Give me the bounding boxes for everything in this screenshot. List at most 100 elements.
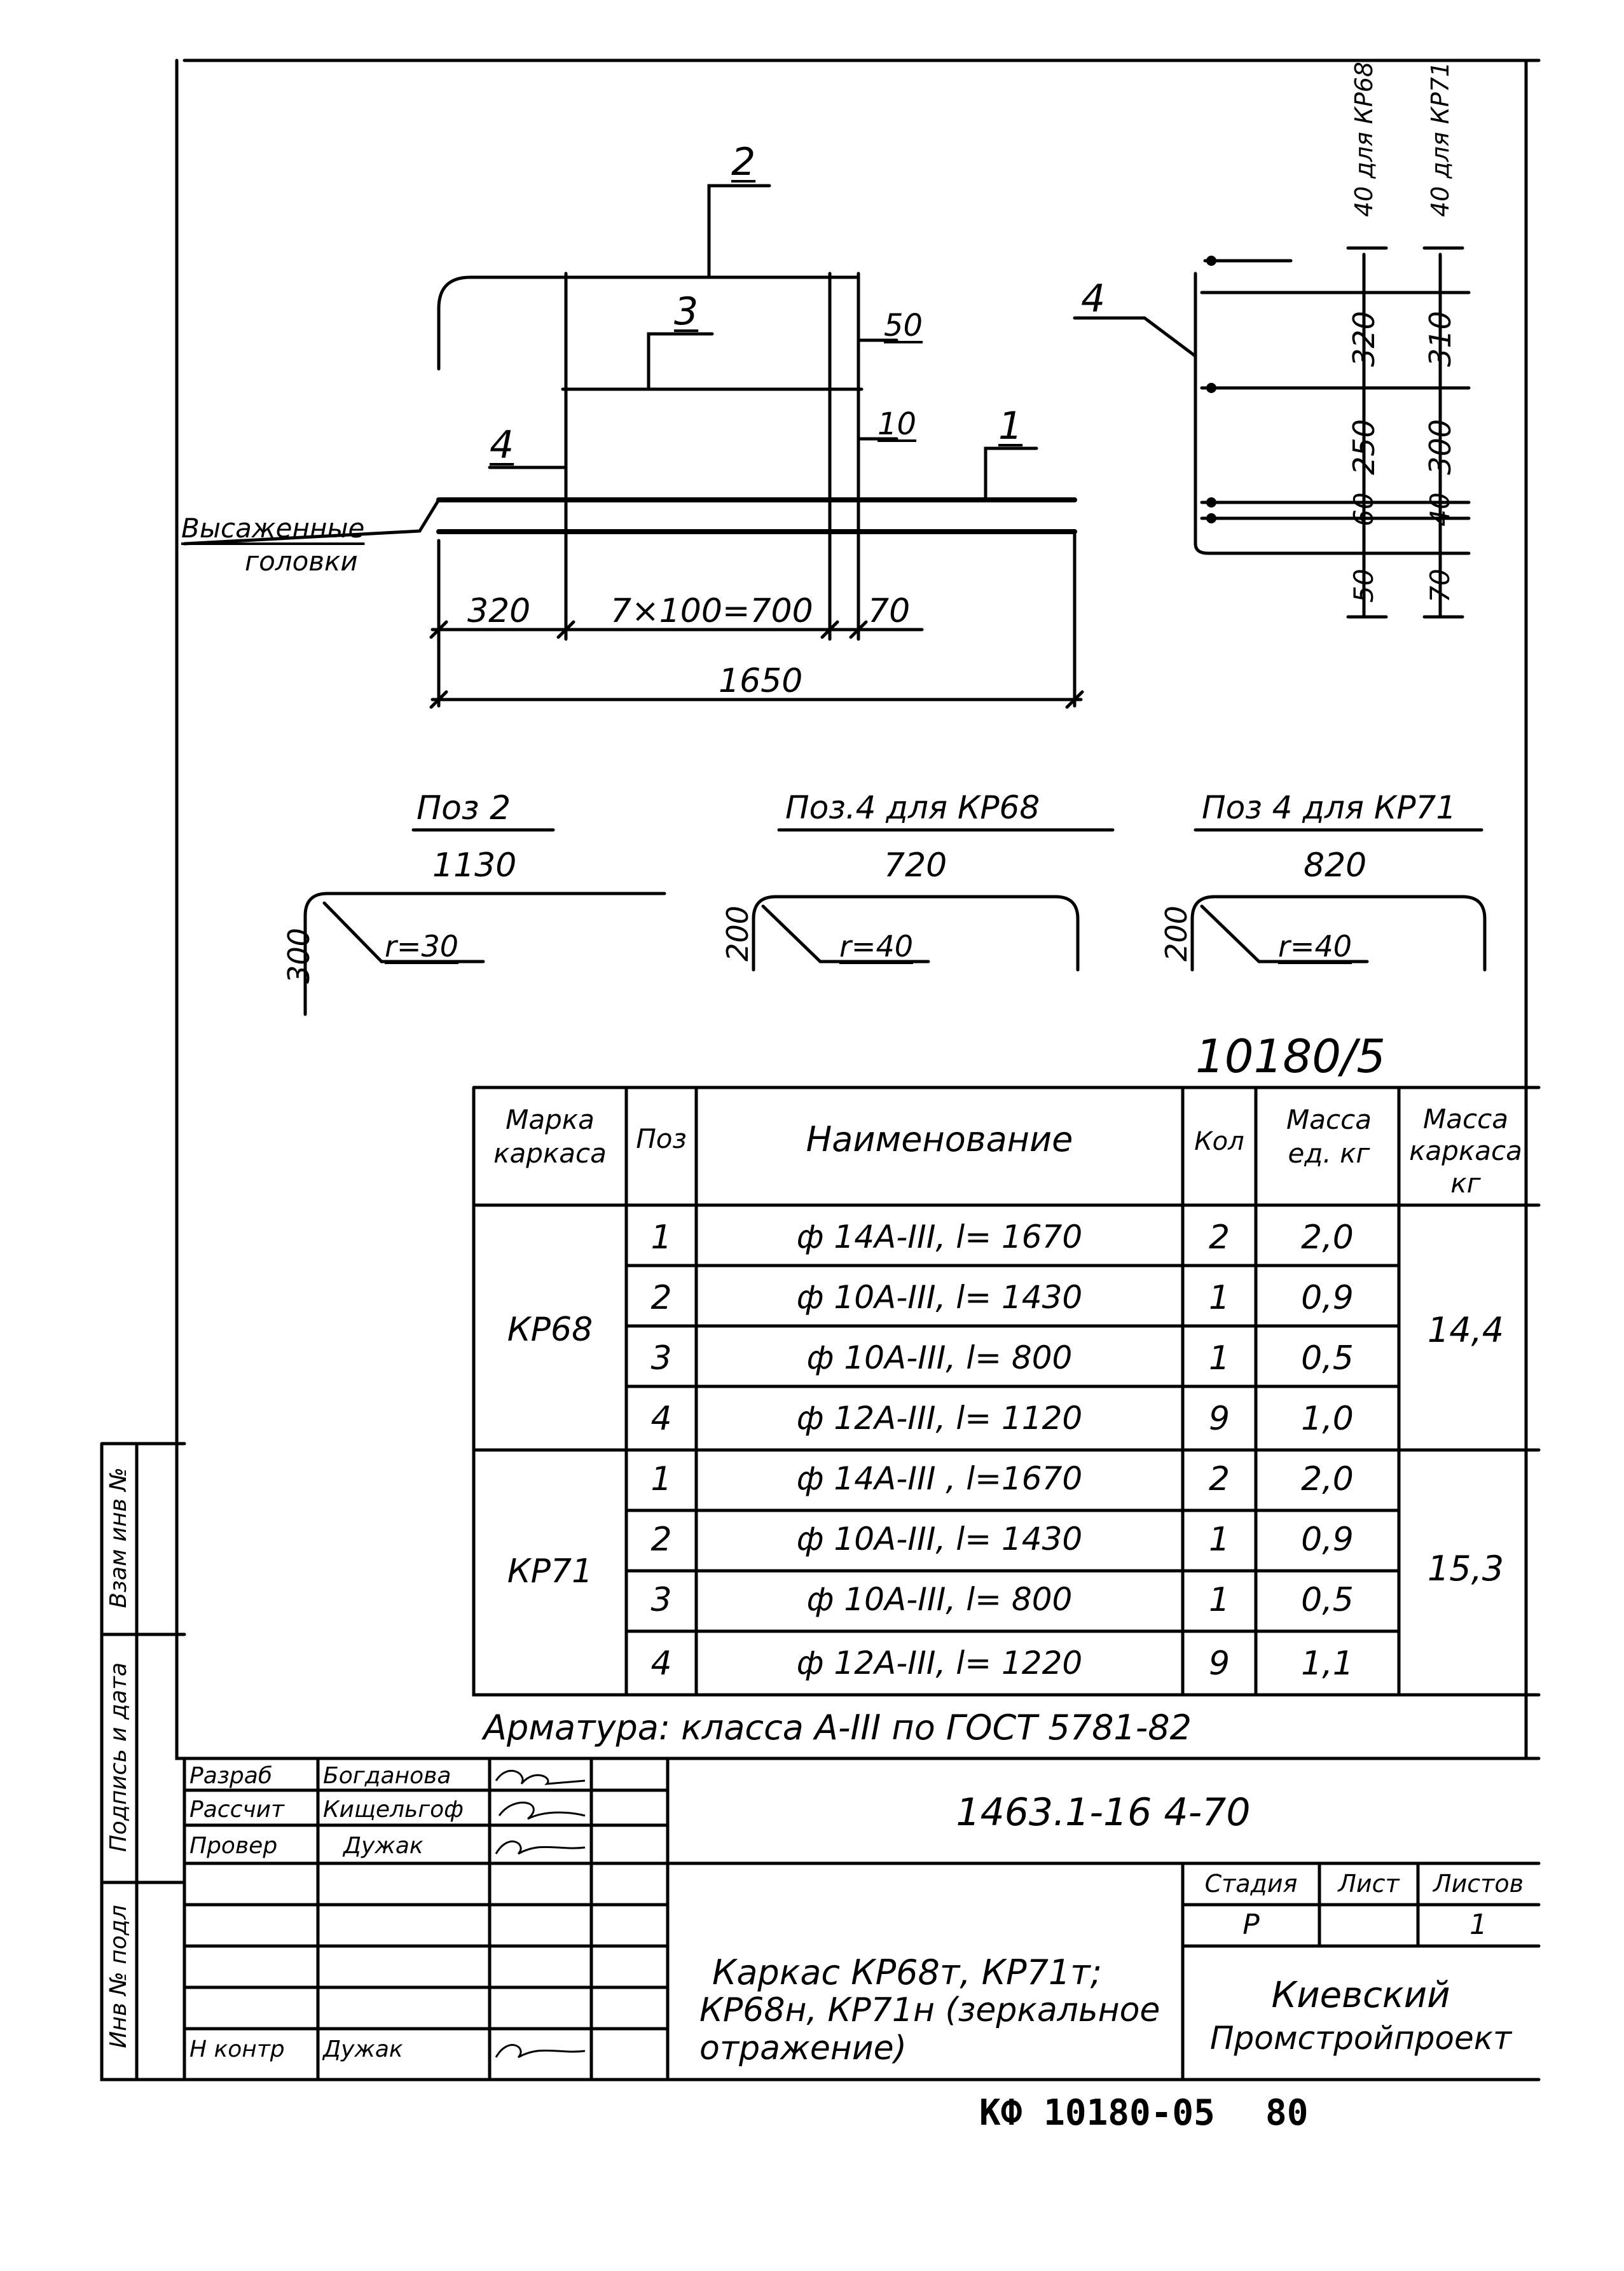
reinforcement-note: Арматура: класса A-III по ГОСТ 5781-82 bbox=[483, 1708, 1192, 1748]
g1-r4-name: ф 12A-III, l= 1120 bbox=[796, 1400, 1083, 1437]
org-line2: Промстройпроект bbox=[1209, 2020, 1512, 2057]
side-strip-replaced: Взам инв № bbox=[106, 1467, 132, 1608]
header-mass-total: Масса каркаса кг bbox=[1409, 1103, 1522, 1199]
sheets-value: 1 bbox=[1469, 1909, 1487, 1941]
stirrup-section bbox=[1194, 259, 1293, 555]
label-pos2: 2 bbox=[731, 140, 756, 184]
header-qty: Кол bbox=[1194, 1127, 1244, 1156]
role-3: Провер bbox=[189, 1833, 278, 1859]
bend-1-radius: r=30 bbox=[385, 929, 458, 963]
header-pos: Поз bbox=[636, 1123, 687, 1154]
dim-10-label: 10 bbox=[877, 406, 917, 442]
label-pos4: 4 bbox=[490, 423, 514, 467]
side-strip bbox=[100, 1442, 186, 2081]
leader-3 bbox=[647, 332, 714, 391]
g2-r2-name: ф 10A-III, l= 1430 bbox=[796, 1521, 1083, 1557]
role-1: Разраб bbox=[189, 1763, 273, 1789]
description-line3: отражение) bbox=[699, 2029, 907, 2067]
bend-3-title: Поз 4 для КР71 bbox=[1202, 789, 1457, 826]
leader-2 bbox=[707, 184, 771, 279]
dim-bottom-left: 320 bbox=[467, 592, 531, 630]
leader-4-side bbox=[1073, 316, 1197, 358]
g2-r3-qty: 1 bbox=[1208, 1581, 1230, 1619]
g2-r4-pos: 4 bbox=[650, 1645, 672, 1683]
label-pos4-side: 4 bbox=[1081, 277, 1106, 321]
bend-2 bbox=[752, 895, 1080, 972]
g1-r1-pos: 1 bbox=[650, 1218, 672, 1257]
g2-r3-name: ф 10A-III, l= 800 bbox=[806, 1581, 1073, 1618]
heads-label-line2: головки bbox=[245, 546, 358, 577]
side-header-kr71: 40 для КР71 bbox=[1426, 61, 1454, 217]
g1-r2-name: ф 10A-III, l= 1430 bbox=[796, 1279, 1083, 1316]
role-2-name: Кищельгоф bbox=[323, 1797, 464, 1823]
g1-r3-mass: 0,5 bbox=[1301, 1339, 1354, 1377]
label-pos1: 1 bbox=[998, 404, 1023, 448]
bend-1-length: 1130 bbox=[432, 846, 517, 885]
g1-r3-name: ф 10A-III, l= 800 bbox=[806, 1339, 1073, 1376]
side-dim-kr71-1: 310 bbox=[1423, 311, 1457, 367]
doc-code: 1463.1-16 4-70 bbox=[956, 1790, 1251, 1835]
g1-r1-mass: 2,0 bbox=[1301, 1218, 1354, 1257]
side-strip-signature: Подпись и дата bbox=[106, 1662, 132, 1853]
header-mass-unit: Масса ед. кг bbox=[1286, 1104, 1372, 1169]
g2-r2-qty: 1 bbox=[1208, 1521, 1230, 1559]
header-name: Наименование bbox=[806, 1119, 1073, 1159]
g2-r4-mass: 1,1 bbox=[1301, 1645, 1354, 1683]
heads-label-line1: Высаженные bbox=[181, 513, 365, 544]
dim-bottom-total: 1650 bbox=[719, 662, 803, 700]
g2-r1-mass: 2,0 bbox=[1301, 1460, 1354, 1498]
side-header-kr68: 40 для КР68 bbox=[1350, 61, 1378, 217]
leader-heads bbox=[182, 498, 441, 546]
bend-2-title: Поз.4 для КР68 bbox=[785, 789, 1040, 826]
g2-r3-mass: 0,5 bbox=[1301, 1581, 1354, 1619]
g1-r4-pos: 4 bbox=[650, 1400, 672, 1438]
frame bbox=[175, 59, 1541, 1760]
role-7: Н контр bbox=[189, 2036, 285, 2062]
bend-2-radius: r=40 bbox=[839, 929, 913, 963]
g2-r1-pos: 1 bbox=[650, 1460, 672, 1498]
description-line1: Каркас КР68т, КР71т; bbox=[712, 1952, 1102, 1992]
org-line1: Киевский bbox=[1271, 1975, 1450, 2016]
dim-bottom-middle: 7×100=700 bbox=[610, 592, 813, 630]
g2-r4-name: ф 12A-III, l= 1220 bbox=[796, 1645, 1083, 1681]
g2-r1-qty: 2 bbox=[1208, 1460, 1230, 1498]
archive-stamp: КФ 10180-05 bbox=[979, 2092, 1215, 2134]
stage-value: Р bbox=[1242, 1909, 1260, 1941]
g1-r3-pos: 3 bbox=[650, 1339, 672, 1377]
g1-r2-qty: 1 bbox=[1208, 1279, 1230, 1317]
leader-1 bbox=[984, 446, 1038, 502]
bend-3 bbox=[1190, 895, 1487, 972]
g1-r1-name: ф 14A-III, l= 1670 bbox=[796, 1218, 1083, 1255]
g2-r2-mass: 0,9 bbox=[1301, 1521, 1354, 1559]
role-7-name: Дужак bbox=[323, 2036, 403, 2062]
g1-r1-qty: 2 bbox=[1208, 1218, 1230, 1257]
header-mark: Марка каркаса bbox=[493, 1104, 607, 1169]
bend-1-height: 300 bbox=[282, 928, 316, 984]
bend-3-radius: r=40 bbox=[1278, 929, 1352, 963]
side-dim-kr71-4: 70 bbox=[1424, 569, 1455, 603]
g1-r3-qty: 1 bbox=[1208, 1339, 1230, 1377]
group-2-mass-total: 15,3 bbox=[1427, 1549, 1504, 1589]
dim-ticks bbox=[429, 620, 1084, 709]
group-1-mark: КР68 bbox=[507, 1311, 593, 1349]
table-columns bbox=[624, 1086, 1401, 1697]
dim-chain-1 bbox=[430, 530, 1077, 708]
label-pos3: 3 bbox=[674, 289, 699, 334]
g2-r3-pos: 3 bbox=[650, 1581, 672, 1619]
g1-r2-pos: 2 bbox=[650, 1279, 672, 1317]
group-1-mass-total: 14,4 bbox=[1427, 1310, 1504, 1350]
g2-r4-qty: 9 bbox=[1208, 1645, 1230, 1683]
sheet-label: Лист bbox=[1338, 1870, 1400, 1898]
table-rows bbox=[624, 1264, 1401, 1633]
bend-2-length: 720 bbox=[884, 846, 947, 885]
page-stamp: 80 bbox=[1265, 2092, 1309, 2134]
stage-label: Стадия bbox=[1204, 1870, 1298, 1898]
bar-pos2 bbox=[437, 275, 860, 371]
g1-r4-mass: 1,0 bbox=[1301, 1400, 1354, 1438]
dim-bottom-right: 70 bbox=[868, 592, 911, 630]
section-levels bbox=[1200, 291, 1471, 555]
role-1-name: Богданова bbox=[323, 1763, 451, 1789]
dim-50-label: 50 bbox=[884, 308, 923, 343]
title-block-grid bbox=[182, 1757, 1541, 2081]
